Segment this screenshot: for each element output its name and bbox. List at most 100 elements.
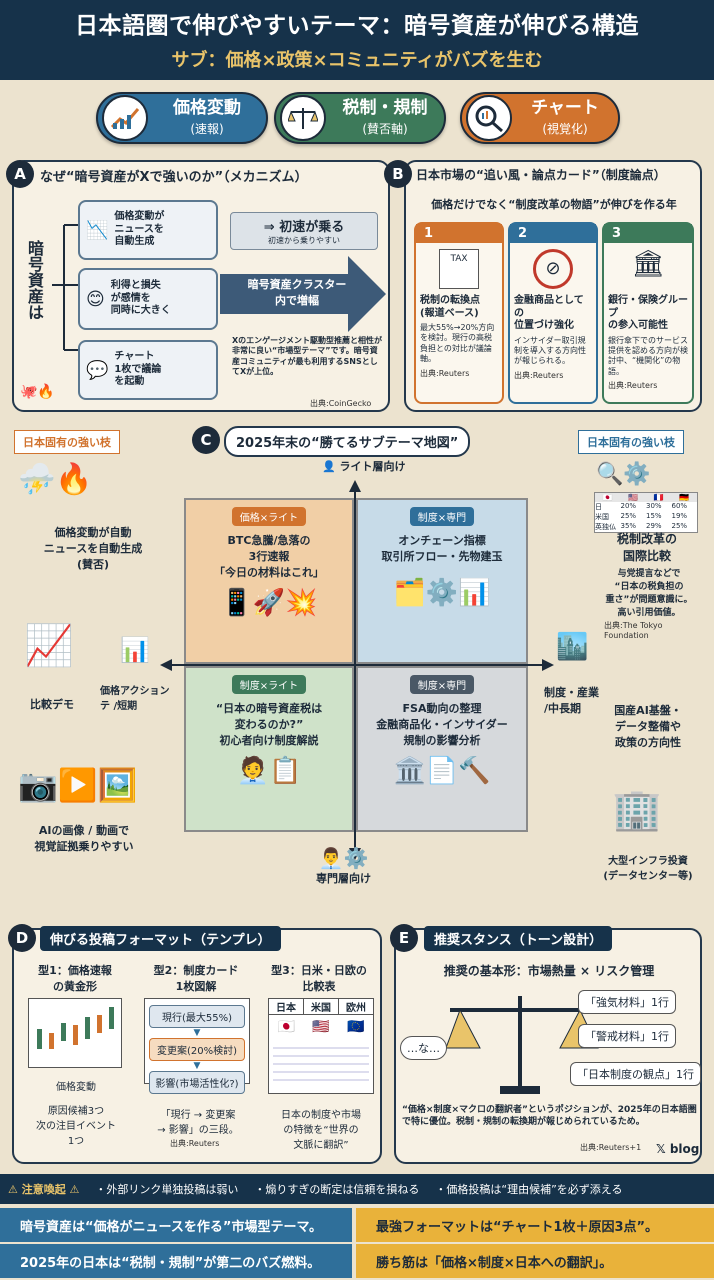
section-a-source: 出典:CoinGecko bbox=[310, 399, 372, 408]
warning-item: ・煽りすぎの断定は信頼を損ねる bbox=[254, 1183, 420, 1196]
quadrant-price-light: 価格×ライト BTC急騰/急落の 3行速報 「今日の材料はこれ」 📱🚀💥 bbox=[184, 498, 354, 664]
header: 日本語圏で伸びやすいテーマ：暗号資産が伸びる構造 サブ：価格×政策×コミュニティ… bbox=[0, 0, 714, 80]
section-badge-a: A bbox=[6, 160, 34, 188]
template-2-note: 「現行 → 変更案 → 影響」の三段。 bbox=[157, 1110, 239, 1136]
pill-tax: 税制・規制 (賛否軸) bbox=[274, 92, 446, 144]
quadrant-axes bbox=[160, 480, 554, 860]
candle-icon: 📉 bbox=[86, 219, 109, 241]
media-icons: 📷▶️🖼️ bbox=[18, 766, 138, 804]
axis-right: 制度・産業 /中長期 bbox=[544, 686, 599, 715]
page-subtitle: サブ：価格×政策×コミュニティがバズを生む bbox=[171, 50, 543, 71]
footer-bar: 勝ち筋は「価格×制度×日本への翻訳」。 bbox=[356, 1244, 714, 1278]
left-branch-2: 比較デモ bbox=[30, 698, 74, 711]
template-2-source: 出典:Reuters bbox=[170, 1139, 220, 1148]
policy-card-diagram: 現行(最大55%) ▼ 変更案(20%検討) ▼ 影響(市場活性化?) bbox=[144, 998, 250, 1094]
flag-icons: 🇯🇵🇺🇸🇪🇺 bbox=[277, 1019, 365, 1035]
stance-item: 「日本制度の観点」1行 bbox=[570, 1062, 701, 1086]
magnifier-chart-icon bbox=[466, 95, 512, 141]
warning-item: ・価格投稿は“理由候補”を必ず添える bbox=[435, 1183, 623, 1196]
bank-bitcoin-icon: 🏛 bbox=[631, 249, 665, 279]
github-fire-icon: 🐙🔥 bbox=[20, 384, 55, 400]
amplify-arrow bbox=[220, 256, 386, 332]
warning-bar: ⚠ 注意喚起 ⚠ ・外部リンク単独投稿は弱い ・煽りすぎの断定は信頼を損ねる ・… bbox=[0, 1174, 714, 1204]
section-d-title: 伸びる投稿フォーマット（テンプレ） bbox=[40, 926, 281, 951]
warning-label: ⚠ 注意喚起 ⚠ bbox=[8, 1183, 80, 1196]
section-badge-b: B bbox=[384, 160, 412, 188]
footer-bar: 暗号資産は“価格がニュースを作る”市場型テーマ。 bbox=[0, 1208, 352, 1242]
tax-form-icon: TAX bbox=[439, 249, 479, 289]
policy-card-2: 2 ⊘ 金融商品としての 位置づけ強化 インサイダー取引規制を導入する方向性が報… bbox=[508, 222, 598, 404]
expert-gears-icon: 👨‍💼⚙️ bbox=[318, 846, 369, 870]
datacenter-building-icon: 🏢 bbox=[612, 787, 662, 833]
section-b-title: 日本市場の“追い風・論点カード”（制度論点） bbox=[416, 168, 666, 182]
template-1-step-a: 価格変動 bbox=[56, 1082, 96, 1093]
growth-chart-icon: 📈 bbox=[24, 623, 74, 669]
footer-bar: 2025年の日本は“税制・規制”が第二のバズ燃料。 bbox=[0, 1244, 352, 1278]
pill-label: 税制・規制 bbox=[342, 98, 428, 119]
emotion-face-icon: 😊 bbox=[86, 288, 105, 310]
pill-label: チャート bbox=[531, 98, 599, 119]
template-1-step-b: 原因候補3つ 次の注目イベント 1つ bbox=[36, 1106, 116, 1147]
section-b-lead: 価格だけでなく“制度改革の物語”が伸びを作る年 bbox=[431, 198, 677, 211]
policy-card-1: 1 TAX 税制の転換点 (報道ベース) 最大55%→20%方向を検討。現行の高… bbox=[414, 222, 504, 404]
mechanism-item: 📉価格変動が ニュースを 自動生成 bbox=[78, 200, 218, 260]
quadrant-system-light: 制度×ライト “日本の暗号資産税は 変わるのか?” 初心者向け制度解説 🧑‍💼📋 bbox=[184, 666, 354, 832]
axis-left: 価格アクション テ /短期 bbox=[100, 686, 170, 712]
comparison-table: 日本 米国 欧州 🇯🇵🇺🇸🇪🇺 bbox=[268, 998, 374, 1094]
right-branch-3: 大型インフラ投資 (データセンター等) bbox=[603, 856, 693, 882]
phone-rocket-icon: 📱🚀💥 bbox=[220, 588, 318, 618]
trend-up-icon bbox=[102, 95, 148, 141]
section-c-title: 2025年末の“勝てるサブテーマ地図” bbox=[224, 426, 471, 457]
policy-card-3: 3 🏛 銀行・保険グループ の参入可能性 銀行傘下でのサービス提供を認める方向が… bbox=[602, 222, 694, 404]
storm-cloud-icon: ⛈️🔥 bbox=[18, 462, 93, 497]
thinking-person-icon: 🧑‍💼📋 bbox=[236, 756, 302, 786]
person-icon: 👤 bbox=[322, 460, 336, 473]
stance-item: 「強気材料」1行 bbox=[578, 990, 676, 1014]
candlestick-chart bbox=[28, 998, 122, 1068]
section-badge-e: E bbox=[390, 924, 418, 952]
pill-sub: (賛否軸) bbox=[362, 121, 408, 136]
section-a-note: Xのエンゲージメント駆動型推薦と相性が非常に良い“市場型テーマ”です。暗号資産コ… bbox=[232, 336, 383, 377]
section-e-source: 出典:Reuters+1 bbox=[580, 1143, 642, 1152]
template-1-title: 型1：価格速報 の黄金形 bbox=[38, 964, 112, 993]
branch-lines bbox=[52, 224, 78, 351]
template-3-title: 型3：日米・日欧の 比較表 bbox=[271, 964, 367, 993]
court-document-icon: 🏛️📄🔨 bbox=[393, 756, 491, 786]
pill-chart: チャート (視覚化) bbox=[460, 92, 620, 144]
left-tag: 日本固有の強い枝 bbox=[14, 430, 120, 454]
city-buildings-icon: 🏙️ bbox=[556, 632, 589, 662]
mechanism-item: 💬チャート 1枚で議論 を起動 bbox=[78, 340, 218, 400]
gear-magnifier-icon: 🔍⚙️ bbox=[596, 462, 651, 487]
table-header: 🇯🇵🇺🇸🇫🇷🇩🇪 bbox=[595, 493, 697, 502]
section-badge-d: D bbox=[8, 924, 36, 952]
section-e-lead: 推奨の基本形：市場熱量 × リスク管理 bbox=[443, 964, 655, 978]
balance-scale-icon bbox=[280, 95, 326, 141]
prohibited-icon: ⊘ bbox=[533, 249, 573, 289]
template-3-note: 日本の制度や市場 の特徴を“世界の 文脈に翻訳” bbox=[281, 1110, 361, 1151]
pill-sub: (速報) bbox=[190, 121, 224, 136]
amplify-text: 暗号資産クラスター 内で増幅 bbox=[247, 278, 347, 307]
quadrant-system-expert-bottom: 制度×専門 FSA動向の整理 金融商品化・インサイダー 規制の影響分析 🏛️📄🔨 bbox=[356, 666, 528, 832]
pill-sub: (視覚化) bbox=[542, 121, 588, 136]
left-branch-3: AIの画像 / 動画で 視覚証拠乗りやすい bbox=[34, 824, 134, 853]
chart-bubble-icon: 💬 bbox=[86, 359, 109, 381]
right-branch-2: 国産AI基盤・ データ整備や 政策の方向性 bbox=[614, 704, 682, 749]
quadrant-system-expert-top: 制度×専門 オンチェーン指標 取引所フロー・先物建玉 🗂️⚙️📊 bbox=[356, 498, 528, 664]
stance-item: 「警戒材料」1行 bbox=[578, 1024, 676, 1048]
page-title: 日本語圏で伸びやすいテーマ：暗号資産が伸びる構造 bbox=[75, 13, 639, 39]
pill-label: 価格変動 bbox=[173, 98, 241, 119]
right-branch-1-body: 与党提言などで “日本の税負担の 重さ”が問題意識に。 高い引用価値。 bbox=[605, 569, 693, 618]
section-e-title: 推奨スタンス（トーン設計） bbox=[424, 926, 613, 951]
right-tag: 日本固有の強い枝 bbox=[578, 430, 684, 454]
speech-bubble: …な… bbox=[400, 1036, 447, 1060]
x-blog-logo: 𝕏 blog bbox=[656, 1142, 700, 1156]
section-badge-c: C bbox=[192, 426, 220, 454]
section-e-note: “価格×制度×マクロの翻訳者”というポジションが、2025年の日本語圏で特に優位… bbox=[402, 1105, 697, 1128]
section-a-title: なぜ“暗号資産がXで強いのか”（メカニズム） bbox=[40, 170, 308, 185]
footer-bar: 最強フォーマットは“チャート1枚＋原因3点”。 bbox=[356, 1208, 714, 1242]
bar-chart-icon: 📊 bbox=[120, 636, 150, 664]
